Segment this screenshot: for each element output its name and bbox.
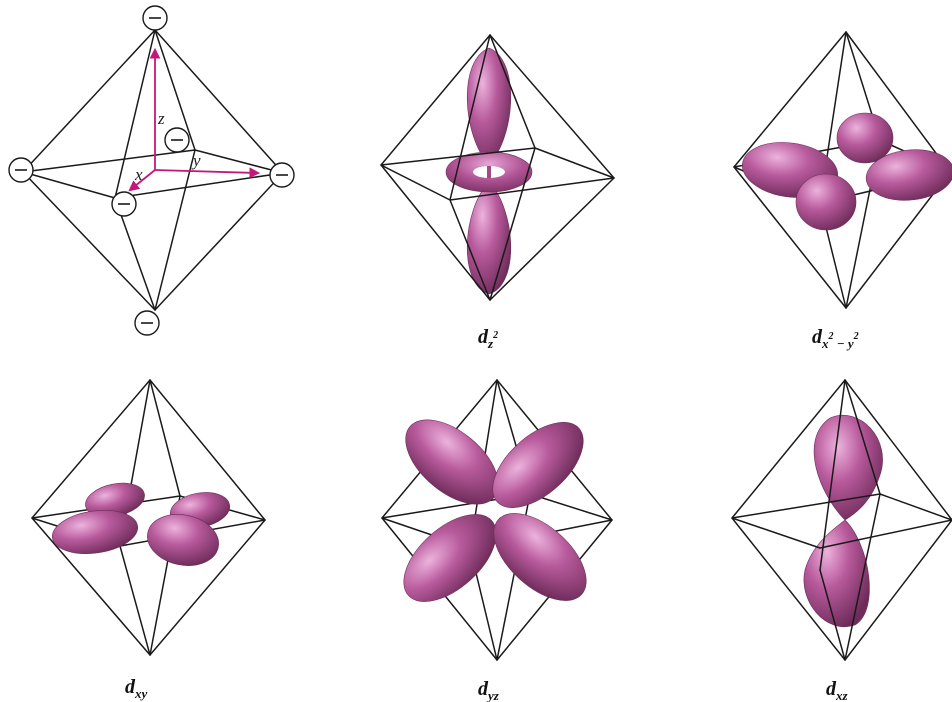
octahedron-edges bbox=[22, 29, 284, 311]
ligand-charge-top bbox=[142, 5, 168, 31]
dyz-upper-left-lobe bbox=[405, 419, 499, 505]
x-axis-label: x bbox=[134, 165, 143, 184]
dx2y2-right-lobe bbox=[865, 149, 952, 201]
orbital-dx2-y2: dx2 − y2 bbox=[733, 31, 952, 351]
dz2-torus bbox=[445, 151, 533, 193]
orbital-dxy: dxy bbox=[31, 379, 266, 701]
caption-dx2-y2: dx2 − y2 bbox=[812, 326, 859, 351]
dz2-lower-lobe bbox=[466, 181, 512, 295]
coordinate-axes: z y x bbox=[128, 47, 261, 192]
caption-dxy: dxy bbox=[125, 676, 148, 701]
ligand-charge-front bbox=[111, 191, 137, 217]
caption-dz2: dz2 bbox=[478, 326, 498, 351]
caption-dxz: dxz bbox=[826, 678, 849, 702]
y-axis-label: y bbox=[191, 151, 201, 170]
dyz-upper-right-lobe bbox=[492, 422, 584, 508]
ligand-charge-bottom bbox=[134, 310, 160, 336]
orbital-dyz: dyz bbox=[381, 379, 613, 702]
dx2y2-back-lobe bbox=[836, 112, 894, 164]
dxz-octahedron-edges bbox=[731, 379, 952, 661]
caption-dyz: dyz bbox=[478, 678, 500, 702]
dxy-front-right-lobe bbox=[147, 514, 219, 566]
dyz-lower-right-lobe bbox=[493, 513, 587, 601]
dxz-lower-lobe bbox=[803, 519, 870, 627]
dxy-octahedron-edges bbox=[31, 379, 266, 656]
ligand-charge-left bbox=[8, 157, 34, 183]
dz2-upper-lobe bbox=[466, 47, 512, 166]
dxy-front-left-lobe bbox=[52, 510, 138, 554]
z-axis-label: z bbox=[157, 109, 165, 128]
ligand-octahedron: z y x bbox=[8, 5, 295, 336]
dx2y2-front-lobe bbox=[795, 173, 857, 231]
orbital-dz2: dz2 bbox=[380, 34, 615, 351]
dz2-octahedron-edges bbox=[380, 34, 615, 301]
dyz-lower-left-lobe bbox=[403, 514, 497, 602]
ligand-charge-back bbox=[164, 127, 190, 153]
orbital-dxz: dxz bbox=[731, 379, 952, 702]
ligand-charge-right bbox=[269, 162, 295, 188]
